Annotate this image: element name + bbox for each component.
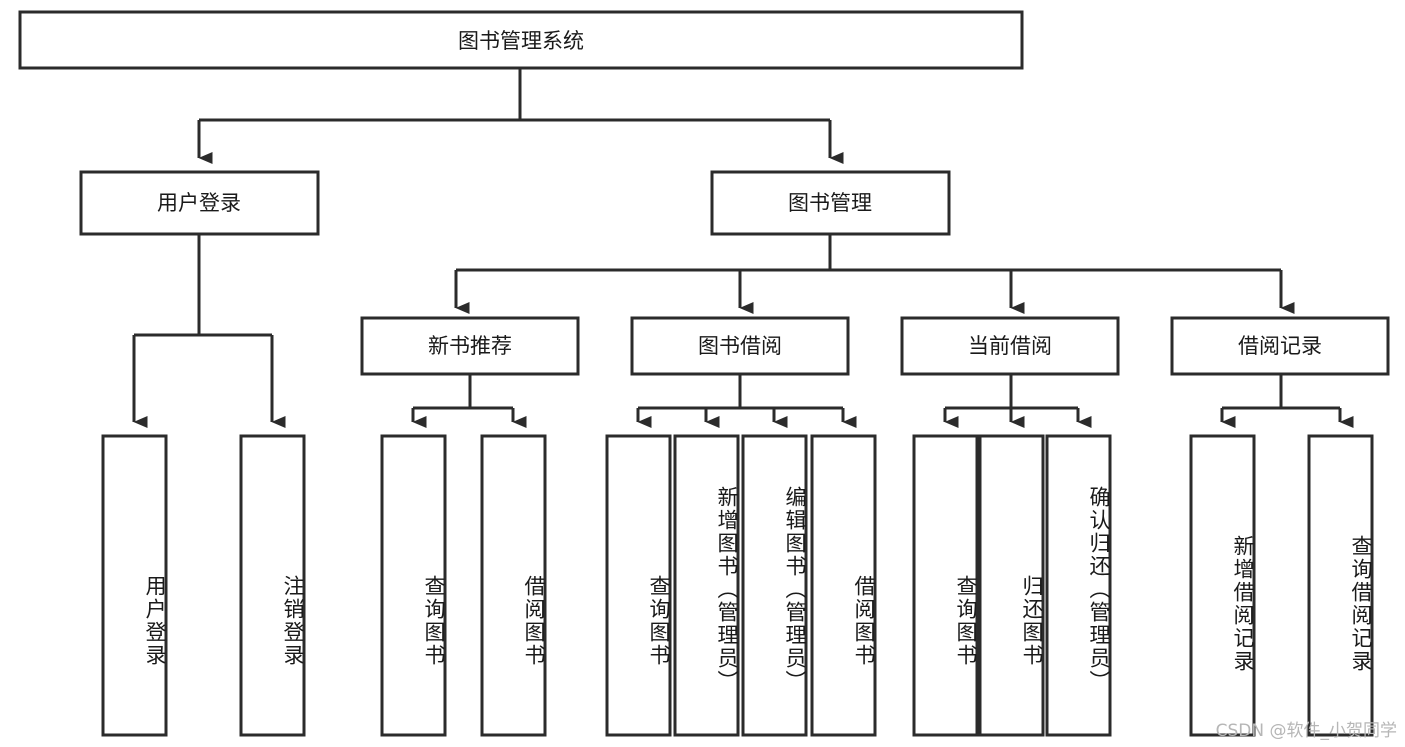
- node-user-login[interactable]: 用户登录: [79, 170, 320, 236]
- leaf-label-borrow-book-2: 借阅图书: [852, 574, 876, 667]
- connector-group-user-login: [132, 234, 286, 428]
- leaf-box-borrow-book-1[interactable]: [480, 434, 547, 737]
- node-book-borrow-box[interactable]: [630, 316, 850, 376]
- leaf-label-user-login: 用户登录: [143, 574, 167, 667]
- node-book-management-label: 图书管理: [788, 191, 872, 215]
- leaf-label-query-book-2: 查询图书: [647, 574, 671, 667]
- leaf-box-return-book[interactable]: [978, 434, 1045, 737]
- node-book-management[interactable]: 图书管理: [710, 170, 951, 236]
- leaf-label-query-book-1: 查询图书: [422, 574, 446, 667]
- node-current-borrow[interactable]: 当前借阅: [900, 316, 1120, 376]
- leaf-box-query-book-2[interactable]: [605, 434, 672, 737]
- connector-group-borrow-record: [1220, 374, 1354, 428]
- leaf-box-query-record[interactable]: [1307, 434, 1374, 737]
- node-book-borrow-label: 图书借阅: [698, 334, 782, 358]
- leaf-label-query-record: 查询借阅记录: [1349, 535, 1373, 673]
- node-book-management-box[interactable]: [710, 170, 951, 236]
- leaf-box-user-logout[interactable]: [239, 434, 306, 737]
- leaf-box-query-book-3[interactable]: [912, 434, 979, 737]
- leaf-label-add-record: 新增借阅记录: [1231, 535, 1255, 673]
- node-root-box[interactable]: [18, 10, 1024, 70]
- csdn-watermark: CSDN @软件_小贺同学: [1215, 721, 1397, 741]
- connector-group-new-book-recommend: [411, 374, 527, 428]
- node-borrow-record[interactable]: 借阅记录: [1170, 316, 1390, 376]
- node-root[interactable]: 图书管理系统: [18, 10, 1024, 70]
- node-book-borrow[interactable]: 图书借阅: [630, 316, 850, 376]
- node-new-book-recommend[interactable]: 新书推荐: [360, 316, 580, 376]
- node-current-borrow-label: 当前借阅: [968, 334, 1052, 358]
- node-root-label: 图书管理系统: [458, 29, 584, 53]
- node-user-login-box[interactable]: [79, 170, 320, 236]
- leaf-box-user-login[interactable]: [101, 434, 168, 737]
- node-current-borrow-box[interactable]: [900, 316, 1120, 376]
- connector-group-book-borrow: [636, 374, 857, 428]
- leaf-box-add-record[interactable]: [1189, 434, 1256, 737]
- leaf-label-add-book: 新增图书（管理员）: [715, 485, 739, 693]
- leaf-box-edit-book[interactable]: [741, 434, 808, 737]
- node-borrow-record-box[interactable]: [1170, 316, 1390, 376]
- leaf-label-return-book: 归还图书: [1020, 574, 1044, 667]
- leaf-box-confirm-return[interactable]: [1045, 434, 1112, 737]
- leaf-box-borrow-book-2[interactable]: [810, 434, 877, 737]
- connector-group-current-borrow: [943, 374, 1092, 428]
- node-borrow-record-label: 借阅记录: [1238, 334, 1322, 358]
- leaf-box-query-book-1[interactable]: [380, 434, 447, 737]
- node-new-book-recommend-box[interactable]: [360, 316, 580, 376]
- leaf-label-user-logout: 注销登录: [281, 574, 305, 667]
- connector-group-root: [197, 68, 844, 164]
- leaf-label-query-book-3: 查询图书: [954, 574, 978, 667]
- leaf-box-add-book[interactable]: [673, 434, 740, 737]
- leaf-label-edit-book: 编辑图书（管理员）: [783, 485, 807, 693]
- node-user-login-label: 用户登录: [157, 191, 241, 215]
- connector-group-book-management: [454, 234, 1295, 314]
- node-new-book-recommend-label: 新书推荐: [428, 334, 512, 358]
- leaf-label-confirm-return: 确认归还（管理员）: [1087, 485, 1111, 693]
- leaf-label-borrow-book-1: 借阅图书: [522, 574, 546, 667]
